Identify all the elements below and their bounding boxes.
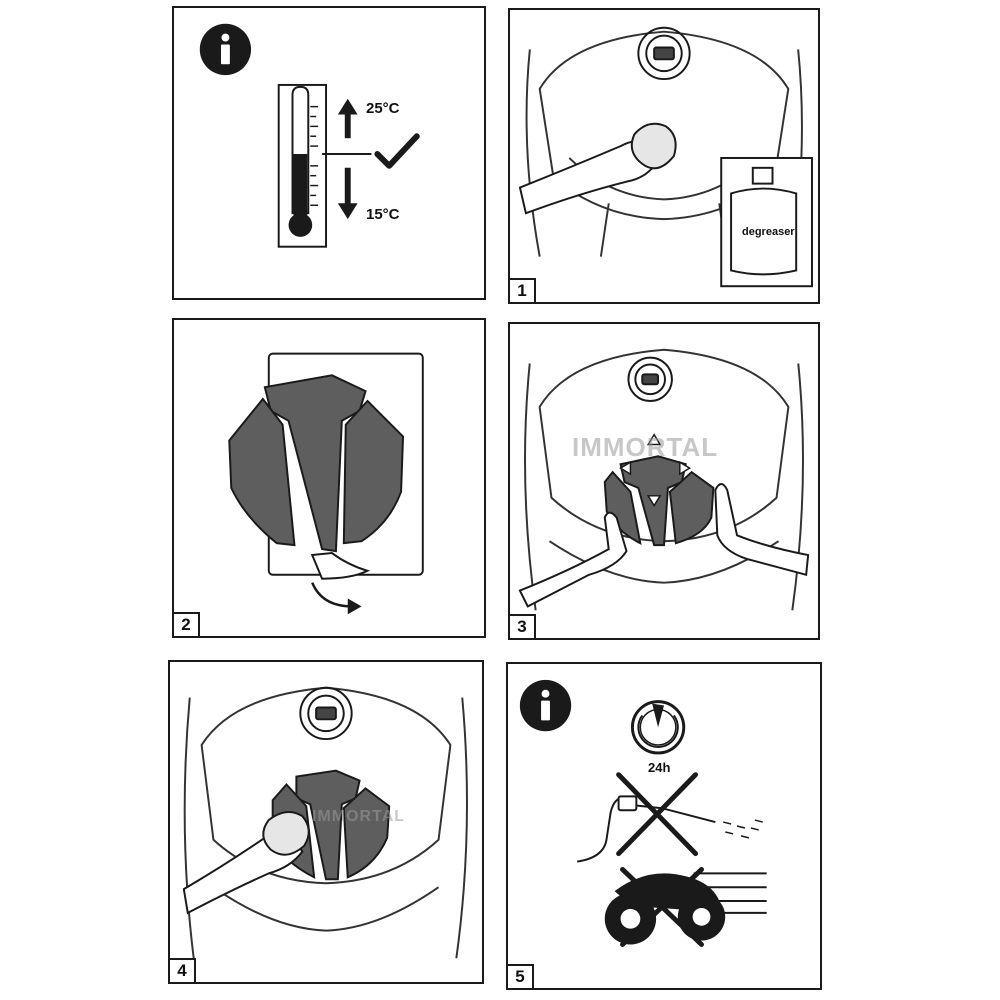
temp-high-label: 25°C xyxy=(366,100,400,117)
motorcycle-icon xyxy=(604,873,726,945)
step-3-illustration xyxy=(518,348,810,611)
degreaser-bottle-icon xyxy=(720,156,813,288)
step-number-3: 3 xyxy=(508,614,536,640)
panel-step-5: 24h 5 xyxy=(506,662,822,990)
panel-step-4: IMMORTAL 4 xyxy=(168,660,484,984)
temp-low-label: 15°C xyxy=(366,206,400,223)
step-4-illustration xyxy=(182,686,468,959)
hands-icon xyxy=(518,483,810,608)
hand-with-cloth-icon xyxy=(182,811,310,915)
step-5-illustration xyxy=(519,679,767,947)
step-number-4: 4 xyxy=(168,958,196,984)
step-number-5: 5 xyxy=(506,964,534,990)
panel-step-2: 2 xyxy=(172,318,486,638)
step-1-illustration xyxy=(518,26,813,288)
panel-temperature-info: 25°C 15°C xyxy=(172,6,486,300)
fuel-cap-icon xyxy=(637,26,691,81)
info-icon xyxy=(199,23,252,76)
checkmark-icon xyxy=(374,133,420,169)
step-2-illustration xyxy=(228,352,424,615)
cross-icon xyxy=(620,866,704,947)
panel-step-3: IMMORTAL 3 xyxy=(508,322,820,640)
arrow-down-icon xyxy=(337,167,358,220)
peel-direction-arrow xyxy=(311,582,352,608)
step-number-1: 1 xyxy=(508,278,536,304)
info-icon xyxy=(519,679,572,732)
temperature-illustration xyxy=(199,23,420,248)
fuel-cap-icon xyxy=(299,686,353,741)
panel-step-1: degreaser 1 xyxy=(508,8,820,304)
positioning-arrows-icon xyxy=(619,433,692,508)
tank-pad-shape xyxy=(271,769,391,881)
cure-time-label: 24h xyxy=(648,760,671,775)
peeled-corner xyxy=(310,552,371,580)
step-number-2: 2 xyxy=(172,612,200,638)
hand-with-cloth-icon xyxy=(518,122,677,215)
clock-icon xyxy=(630,700,686,755)
fuel-cap-icon xyxy=(627,356,673,403)
arrow-up-icon xyxy=(337,98,358,139)
watermark: IMMORTAL xyxy=(312,808,406,825)
tank-pad-shape xyxy=(228,374,405,553)
thermometer-icon xyxy=(277,83,372,248)
watermark: IMMORTAL xyxy=(572,432,719,462)
degreaser-label: degreaser xyxy=(742,226,795,238)
cross-icon xyxy=(616,772,699,857)
